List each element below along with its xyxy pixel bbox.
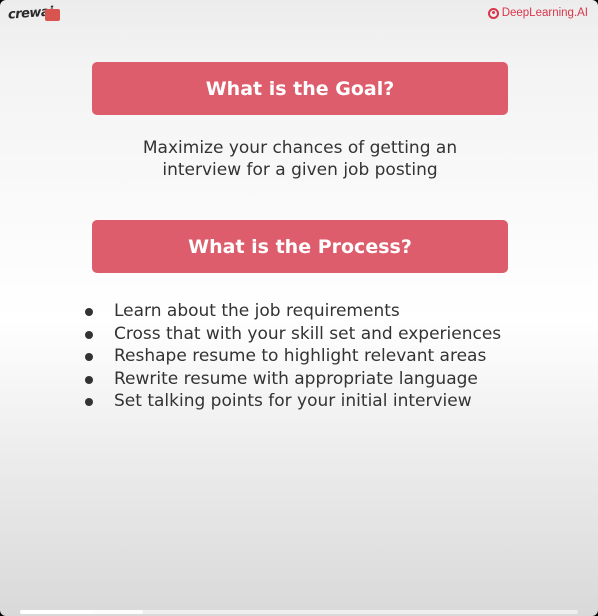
process-step: Set talking points for your initial inte… (82, 390, 501, 413)
bullet-icon (85, 308, 93, 316)
deeplearning-brand: DeepLearning.AI (487, 7, 588, 19)
deeplearning-logo-icon (487, 7, 499, 19)
process-step-text: Cross that with your skill set and exper… (114, 323, 502, 344)
process-step: Rewrite resume with appropriate language (82, 368, 501, 391)
deeplearning-brand-text: DeepLearning.AI (501, 7, 588, 19)
process-heading: What is the Process? (92, 220, 508, 273)
video-progress-bar[interactable] (20, 610, 578, 614)
bullet-icon (85, 330, 93, 339)
video-played-bar (20, 610, 93, 614)
process-step-text: Learn about the job requirements (114, 301, 400, 321)
crewai-logo: crewai (8, 4, 60, 25)
process-step: Reshape resume to highlight relevant are… (82, 345, 501, 368)
process-step-text: Reshape resume to highlight relevant are… (114, 346, 487, 366)
goal-heading: What is the Goal? (92, 62, 508, 115)
goal-line: interview for a given job posting (162, 160, 438, 180)
goal-description: Maximize your chances of getting an inte… (92, 137, 508, 181)
crewai-logo-accent (45, 9, 60, 21)
bullet-icon (85, 375, 93, 384)
bullet-icon (85, 398, 93, 406)
goal-line: Maximize your chances of getting an (142, 138, 458, 158)
process-step-text: Rewrite resume with appropriate language (114, 368, 478, 389)
process-step: Cross that with your skill set and exper… (82, 323, 501, 346)
bullet-icon (85, 353, 93, 361)
process-step: Learn about the job requirements (82, 300, 501, 323)
process-step-text: Set talking points for your initial inte… (114, 391, 472, 411)
process-steps-list: Learn about the job requirements Cross t… (82, 300, 501, 413)
